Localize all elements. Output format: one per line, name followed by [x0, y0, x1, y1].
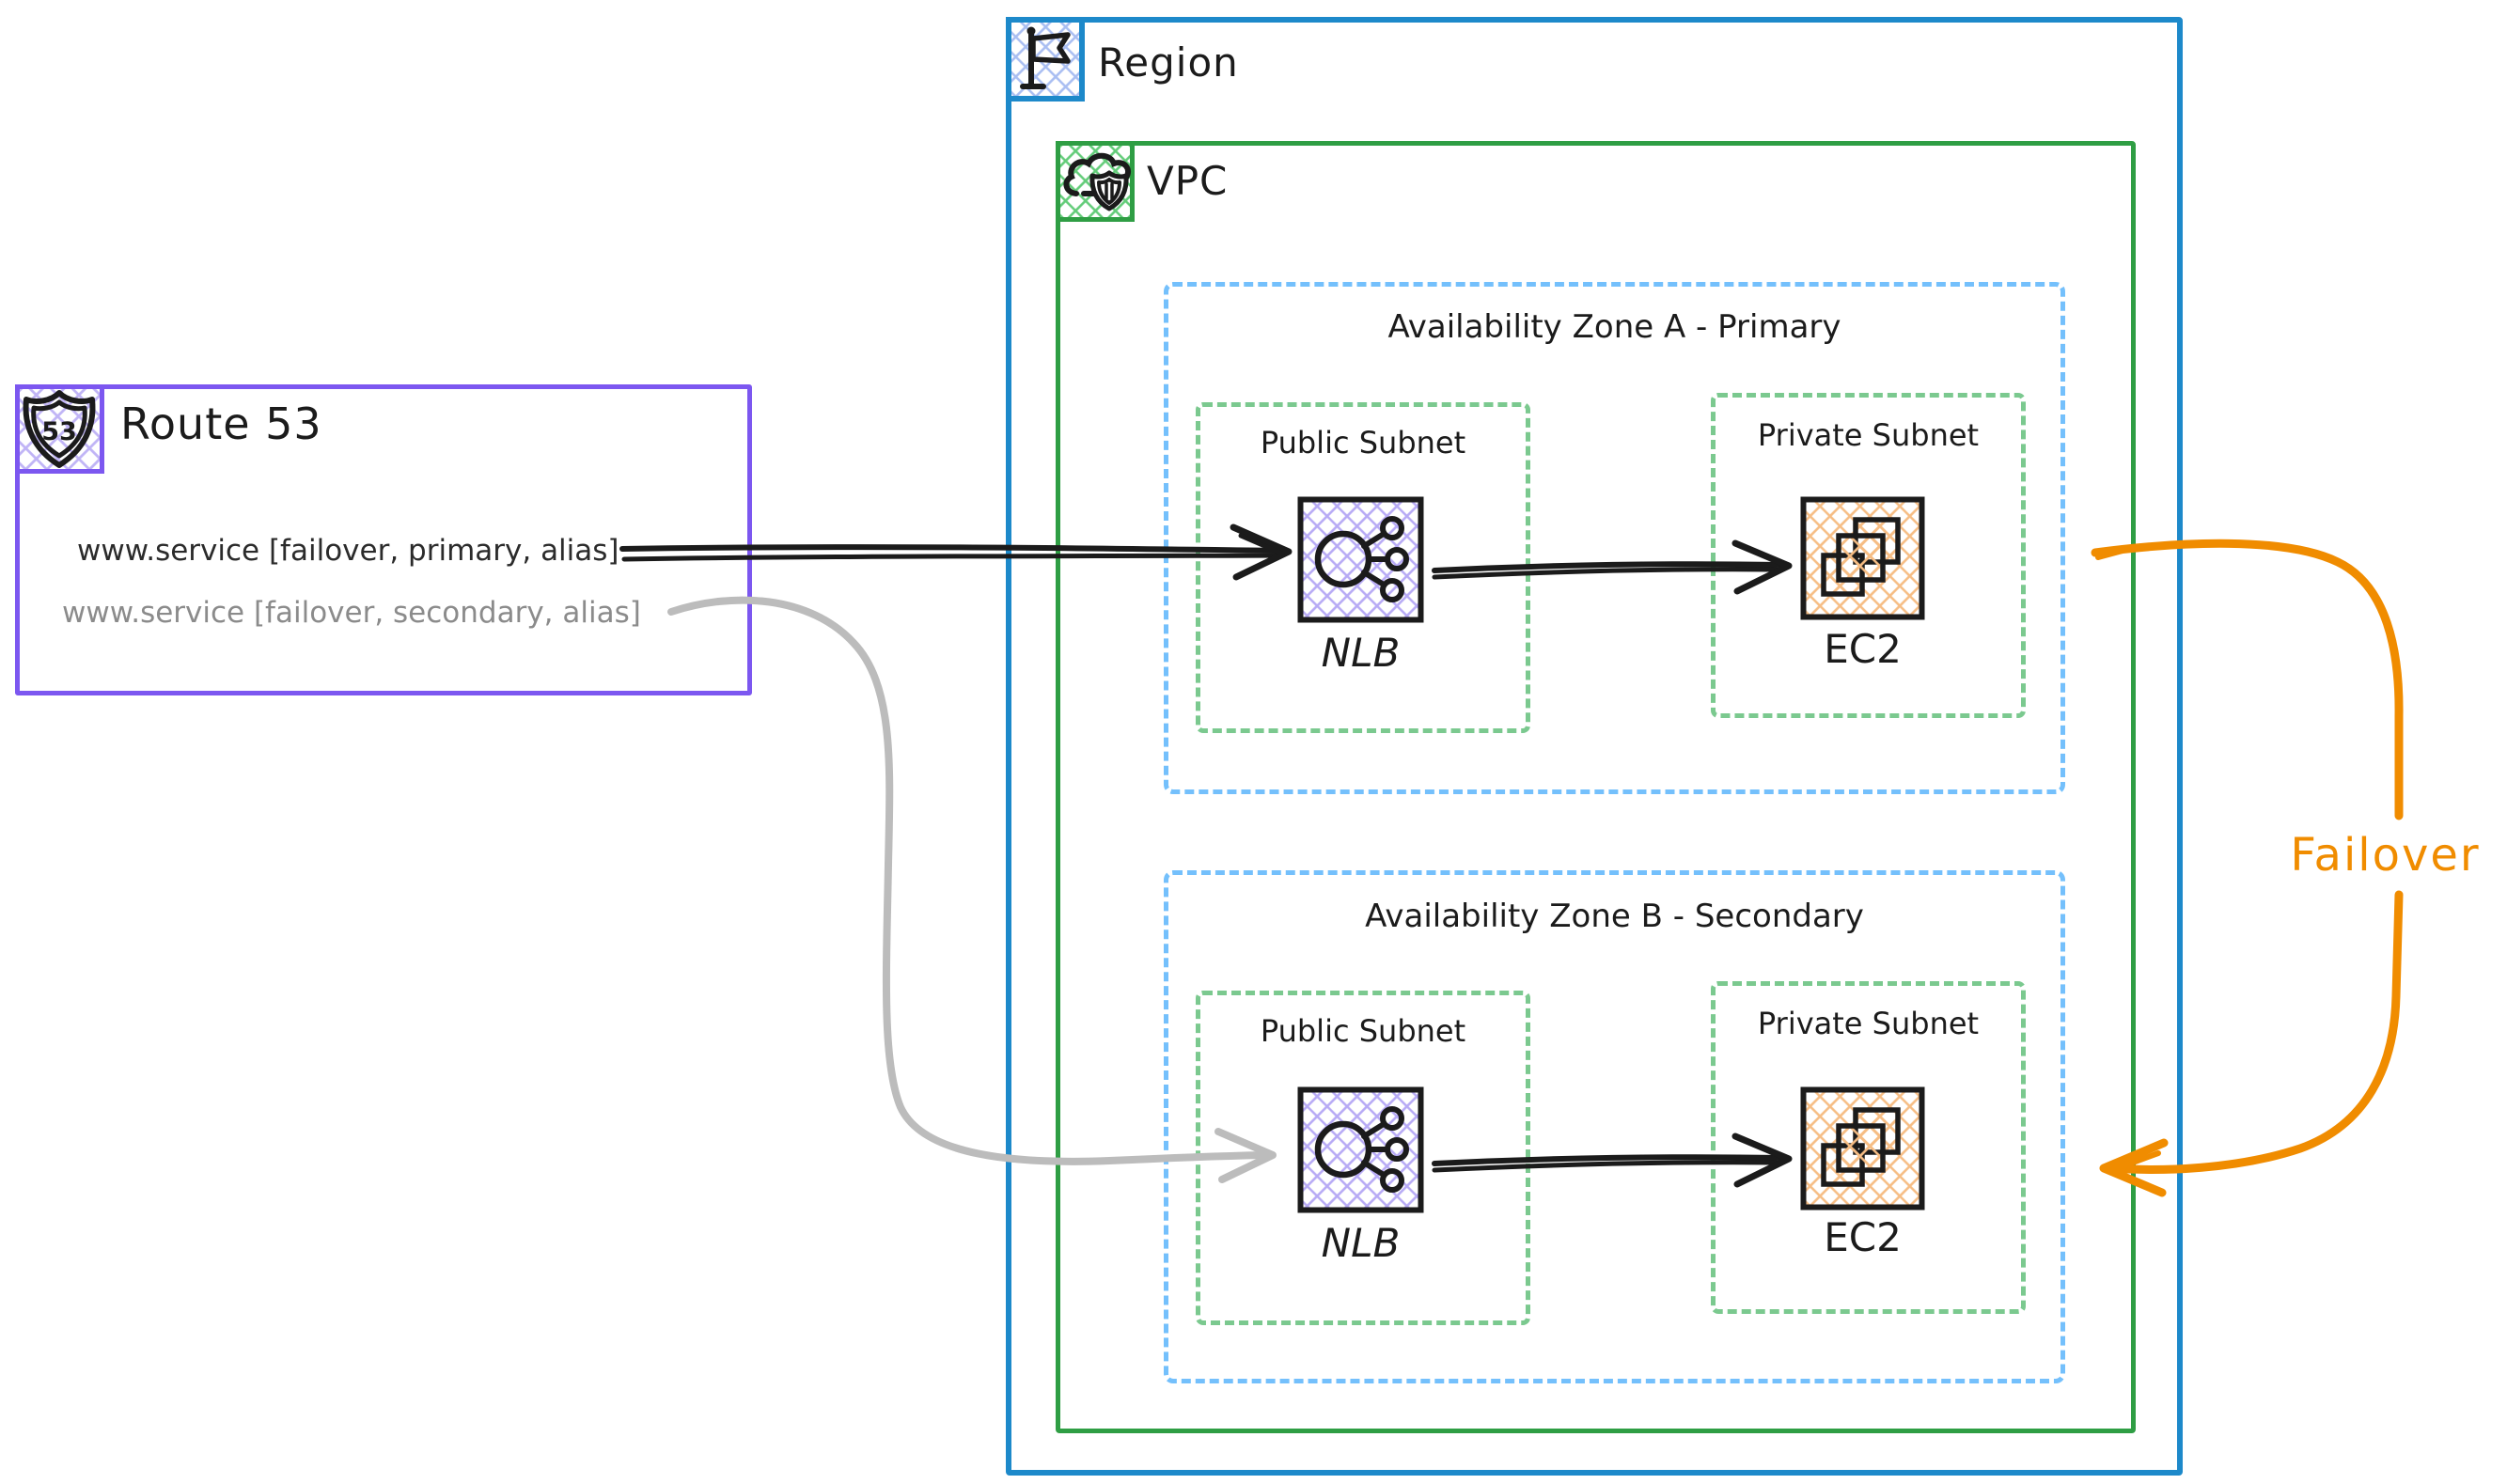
failover-label: Failover — [2290, 829, 2481, 882]
az-b-private-subnet-title: Private Subnet — [1757, 1006, 1980, 1041]
az-a-private-subnet — [1711, 393, 2026, 718]
az-b-public-subnet-title: Public Subnet — [1260, 1013, 1466, 1049]
region-title: Region — [1098, 39, 1239, 86]
nlb-a-icon — [1297, 496, 1424, 623]
route53-record-secondary: www.service [failover, secondary, alias] — [62, 596, 641, 630]
route53-badge-icon: 53 — [15, 384, 104, 474]
nlb-b-label: NLB — [1321, 1220, 1401, 1266]
vpc-title: VPC — [1147, 158, 1229, 204]
route53-container — [15, 384, 752, 695]
az-b-private-subnet — [1711, 981, 2026, 1314]
az-a-private-subnet-title: Private Subnet — [1757, 417, 1980, 453]
az-a-public-subnet-title: Public Subnet — [1260, 425, 1466, 461]
route53-title: Route 53 — [120, 398, 322, 449]
route53-record-primary: www.service [failover, primary, alias] — [77, 534, 619, 568]
az-b-title: Availability Zone B - Secondary — [1365, 898, 1864, 935]
az-a-title: Availability Zone A - Primary — [1387, 308, 1841, 346]
nlb-a-label: NLB — [1321, 630, 1401, 676]
nlb-b-icon — [1297, 1086, 1424, 1213]
az-a-container — [1164, 282, 2065, 794]
route53-badge-number: 53 — [41, 417, 77, 446]
ec2-a-label: EC2 — [1824, 626, 1902, 672]
ec2-b-label: EC2 — [1824, 1214, 1902, 1260]
ec2-b-icon — [1800, 1086, 1925, 1211]
ec2-a-icon — [1800, 496, 1925, 620]
flag-icon — [1006, 17, 1085, 102]
cloud-shield-icon — [1056, 141, 1135, 222]
